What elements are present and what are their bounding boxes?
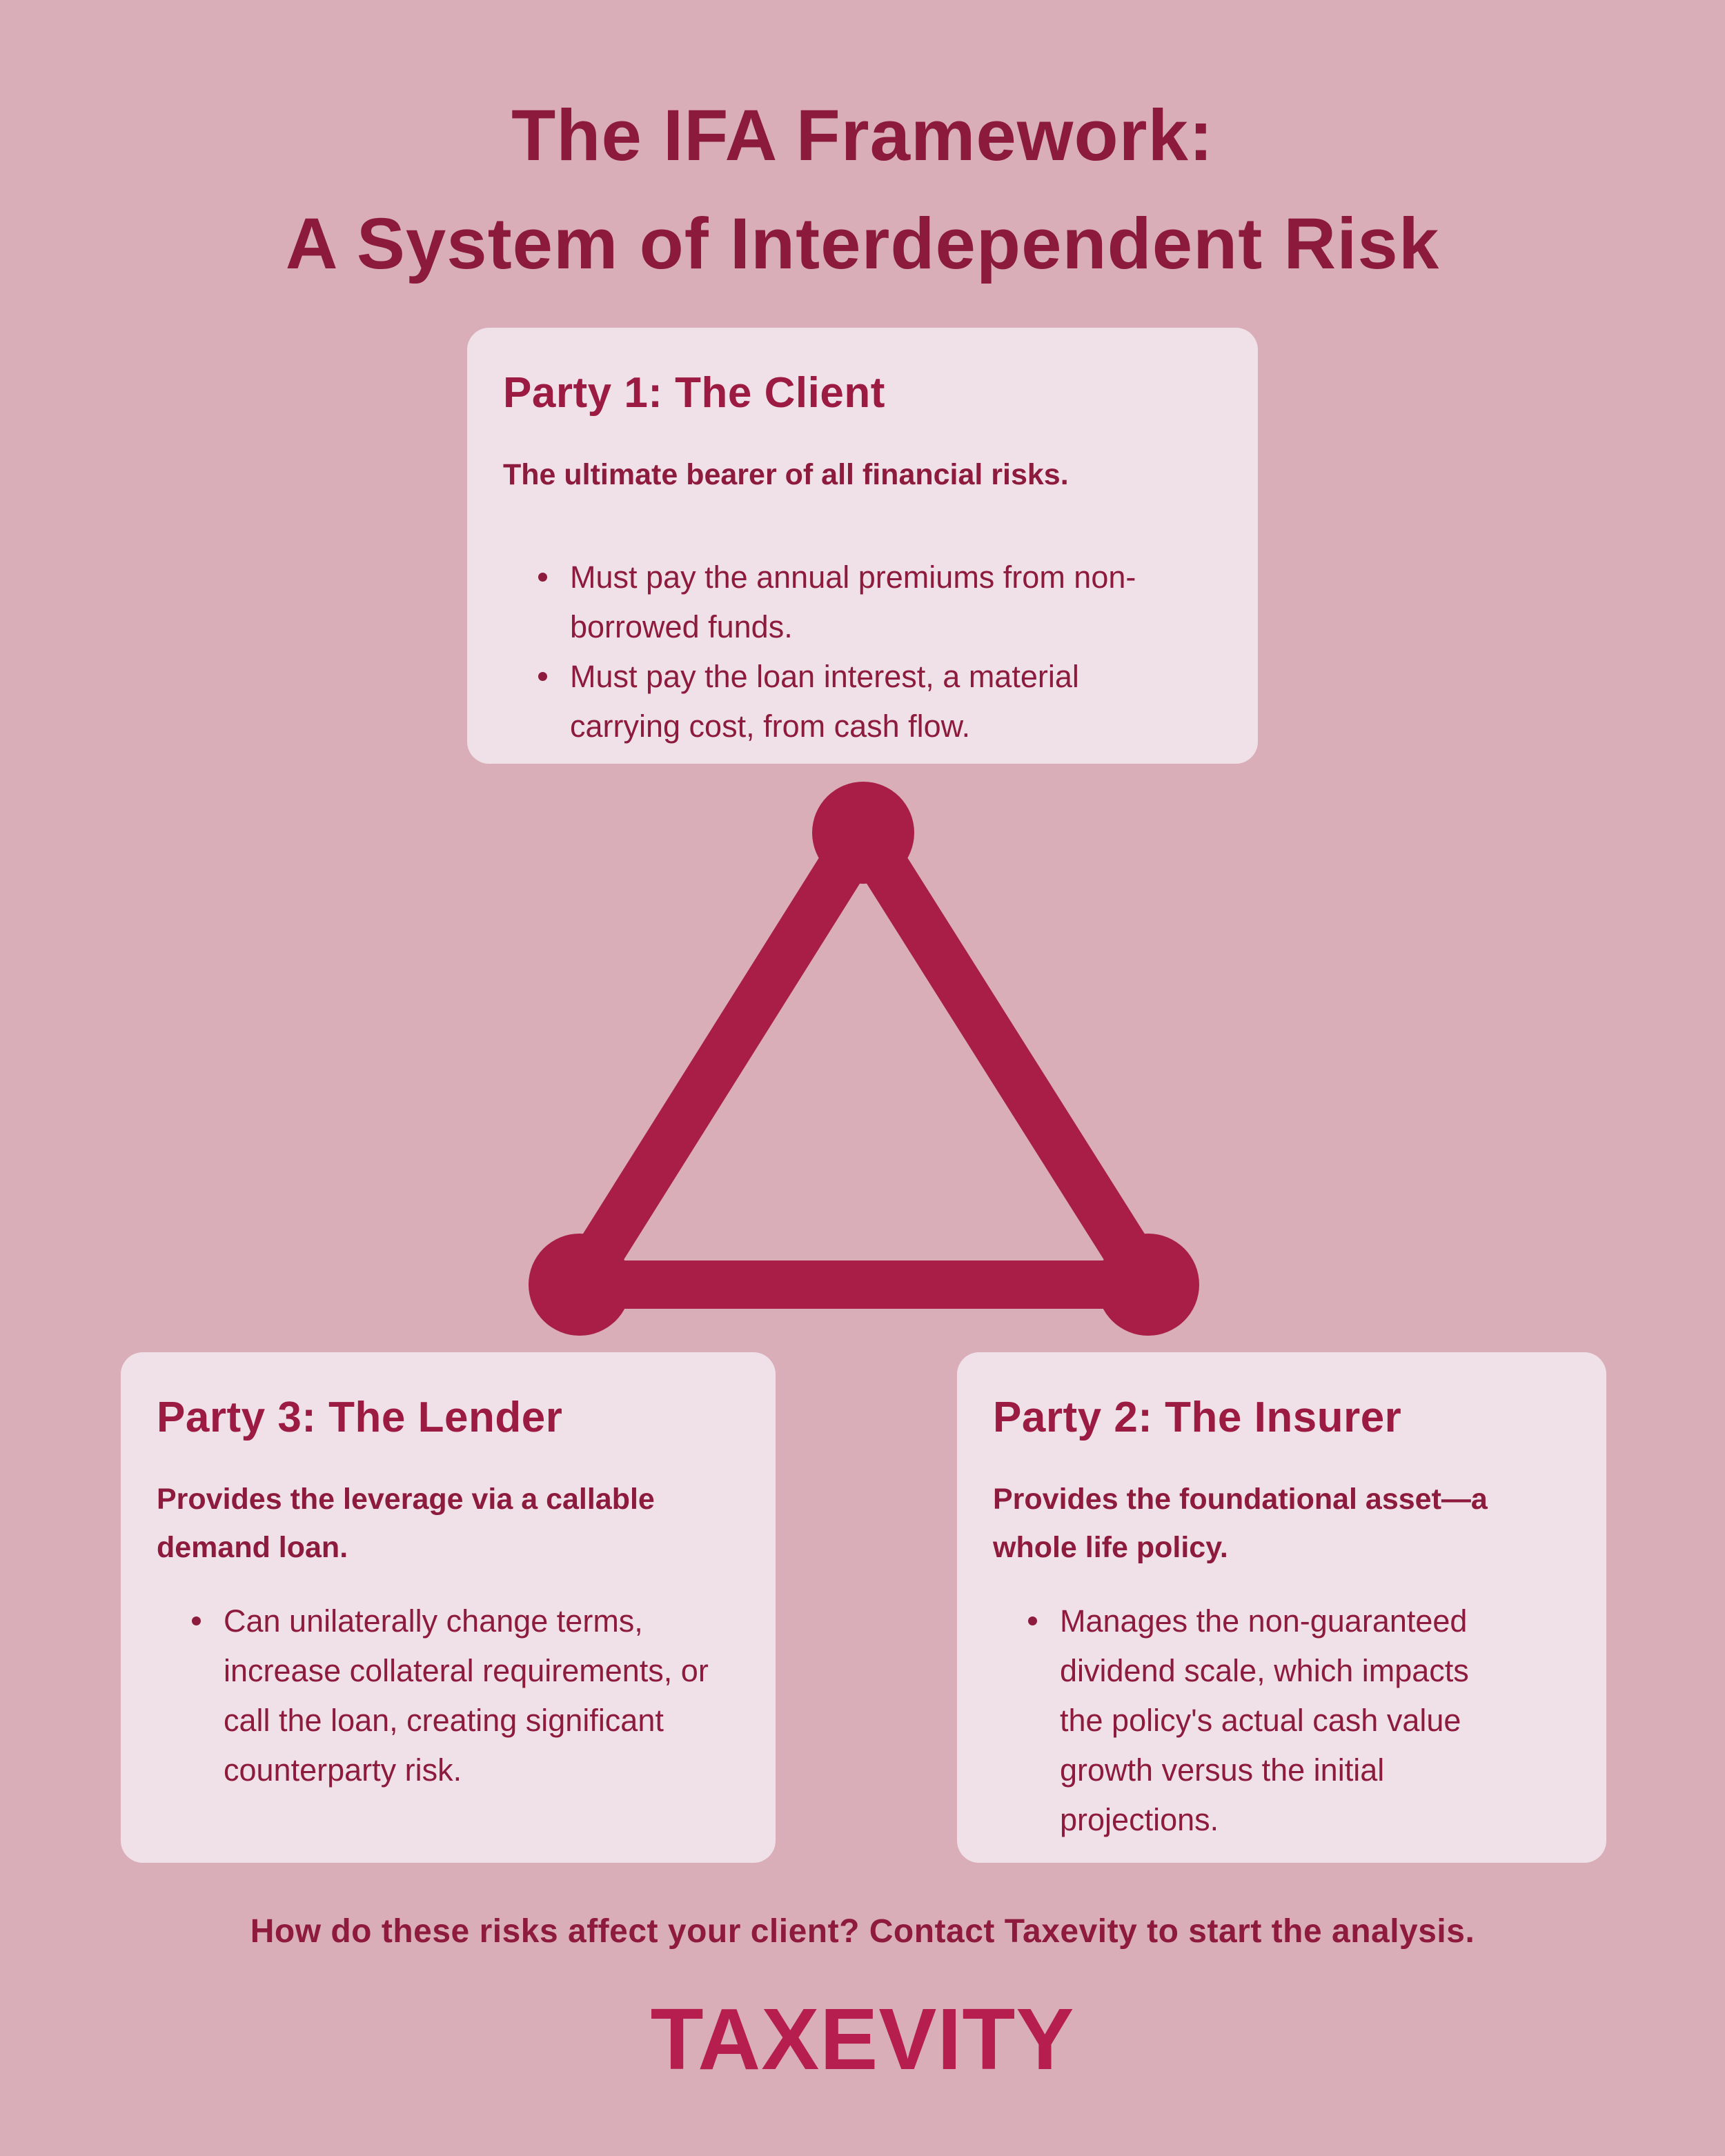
page-title: The IFA Framework: A System of Interdepe… — [0, 81, 1725, 298]
bullet-text: Must pay the loan interest, a material c… — [570, 659, 1079, 744]
bullet-text: Must pay the annual premiums from non-bo… — [570, 560, 1136, 644]
card-client-heading: Party 1: The Client — [503, 369, 885, 417]
card-client-bullet-list: Must pay the annual premiums from non-bo… — [503, 553, 1225, 751]
card-lender-subtitle: Provides the leverage via a callable dem… — [157, 1483, 655, 1564]
list-item: Must pay the loan interest, a material c… — [538, 652, 1225, 751]
card-client-subtitle: The ultimate bearer of all financial ris… — [503, 458, 1069, 491]
list-item: Can unilaterally change terms, increase … — [191, 1596, 742, 1795]
triangle-outline — [535, 787, 1192, 1309]
triangle-vertex-right-dot — [1097, 1234, 1199, 1336]
card-insurer: Party 2: The Insurer Provides the founda… — [957, 1352, 1606, 1863]
bullet-text: Manages the non-guaranteed dividend scal… — [1060, 1603, 1469, 1837]
page-title-line-1: The IFA Framework: — [511, 95, 1214, 176]
footer-cta: How do these risks affect your client? C… — [250, 1913, 1475, 1950]
card-insurer-subtitle: Provides the foundational asset—a whole … — [993, 1483, 1488, 1564]
bullet-dot-icon — [192, 1616, 201, 1625]
bullet-dot-icon — [1028, 1616, 1037, 1625]
card-lender: Party 3: The Lender Provides the leverag… — [121, 1352, 776, 1863]
bullet-dot-icon — [538, 672, 547, 681]
bullet-dot-icon — [538, 573, 547, 582]
triangle-vertex-left-dot — [529, 1234, 631, 1336]
list-item: Manages the non-guaranteed dividend scal… — [1027, 1596, 1573, 1845]
card-lender-bullet-list: Can unilaterally change terms, increase … — [157, 1596, 742, 1795]
bullet-text: Can unilaterally change terms, increase … — [224, 1603, 709, 1788]
card-lender-heading: Party 3: The Lender — [157, 1394, 563, 1441]
list-item: Must pay the annual premiums from non-bo… — [538, 553, 1225, 652]
card-insurer-bullet-list: Manages the non-guaranteed dividend scal… — [993, 1596, 1573, 1845]
card-insurer-heading: Party 2: The Insurer — [993, 1394, 1402, 1441]
card-client: Party 1: The Client The ultimate bearer … — [467, 328, 1258, 764]
triangle-vertex-top-dot — [812, 782, 914, 884]
taxevity-logo: TAXEVITY — [650, 1990, 1075, 2088]
page-title-line-2: A System of Interdependent Risk — [285, 204, 1440, 284]
